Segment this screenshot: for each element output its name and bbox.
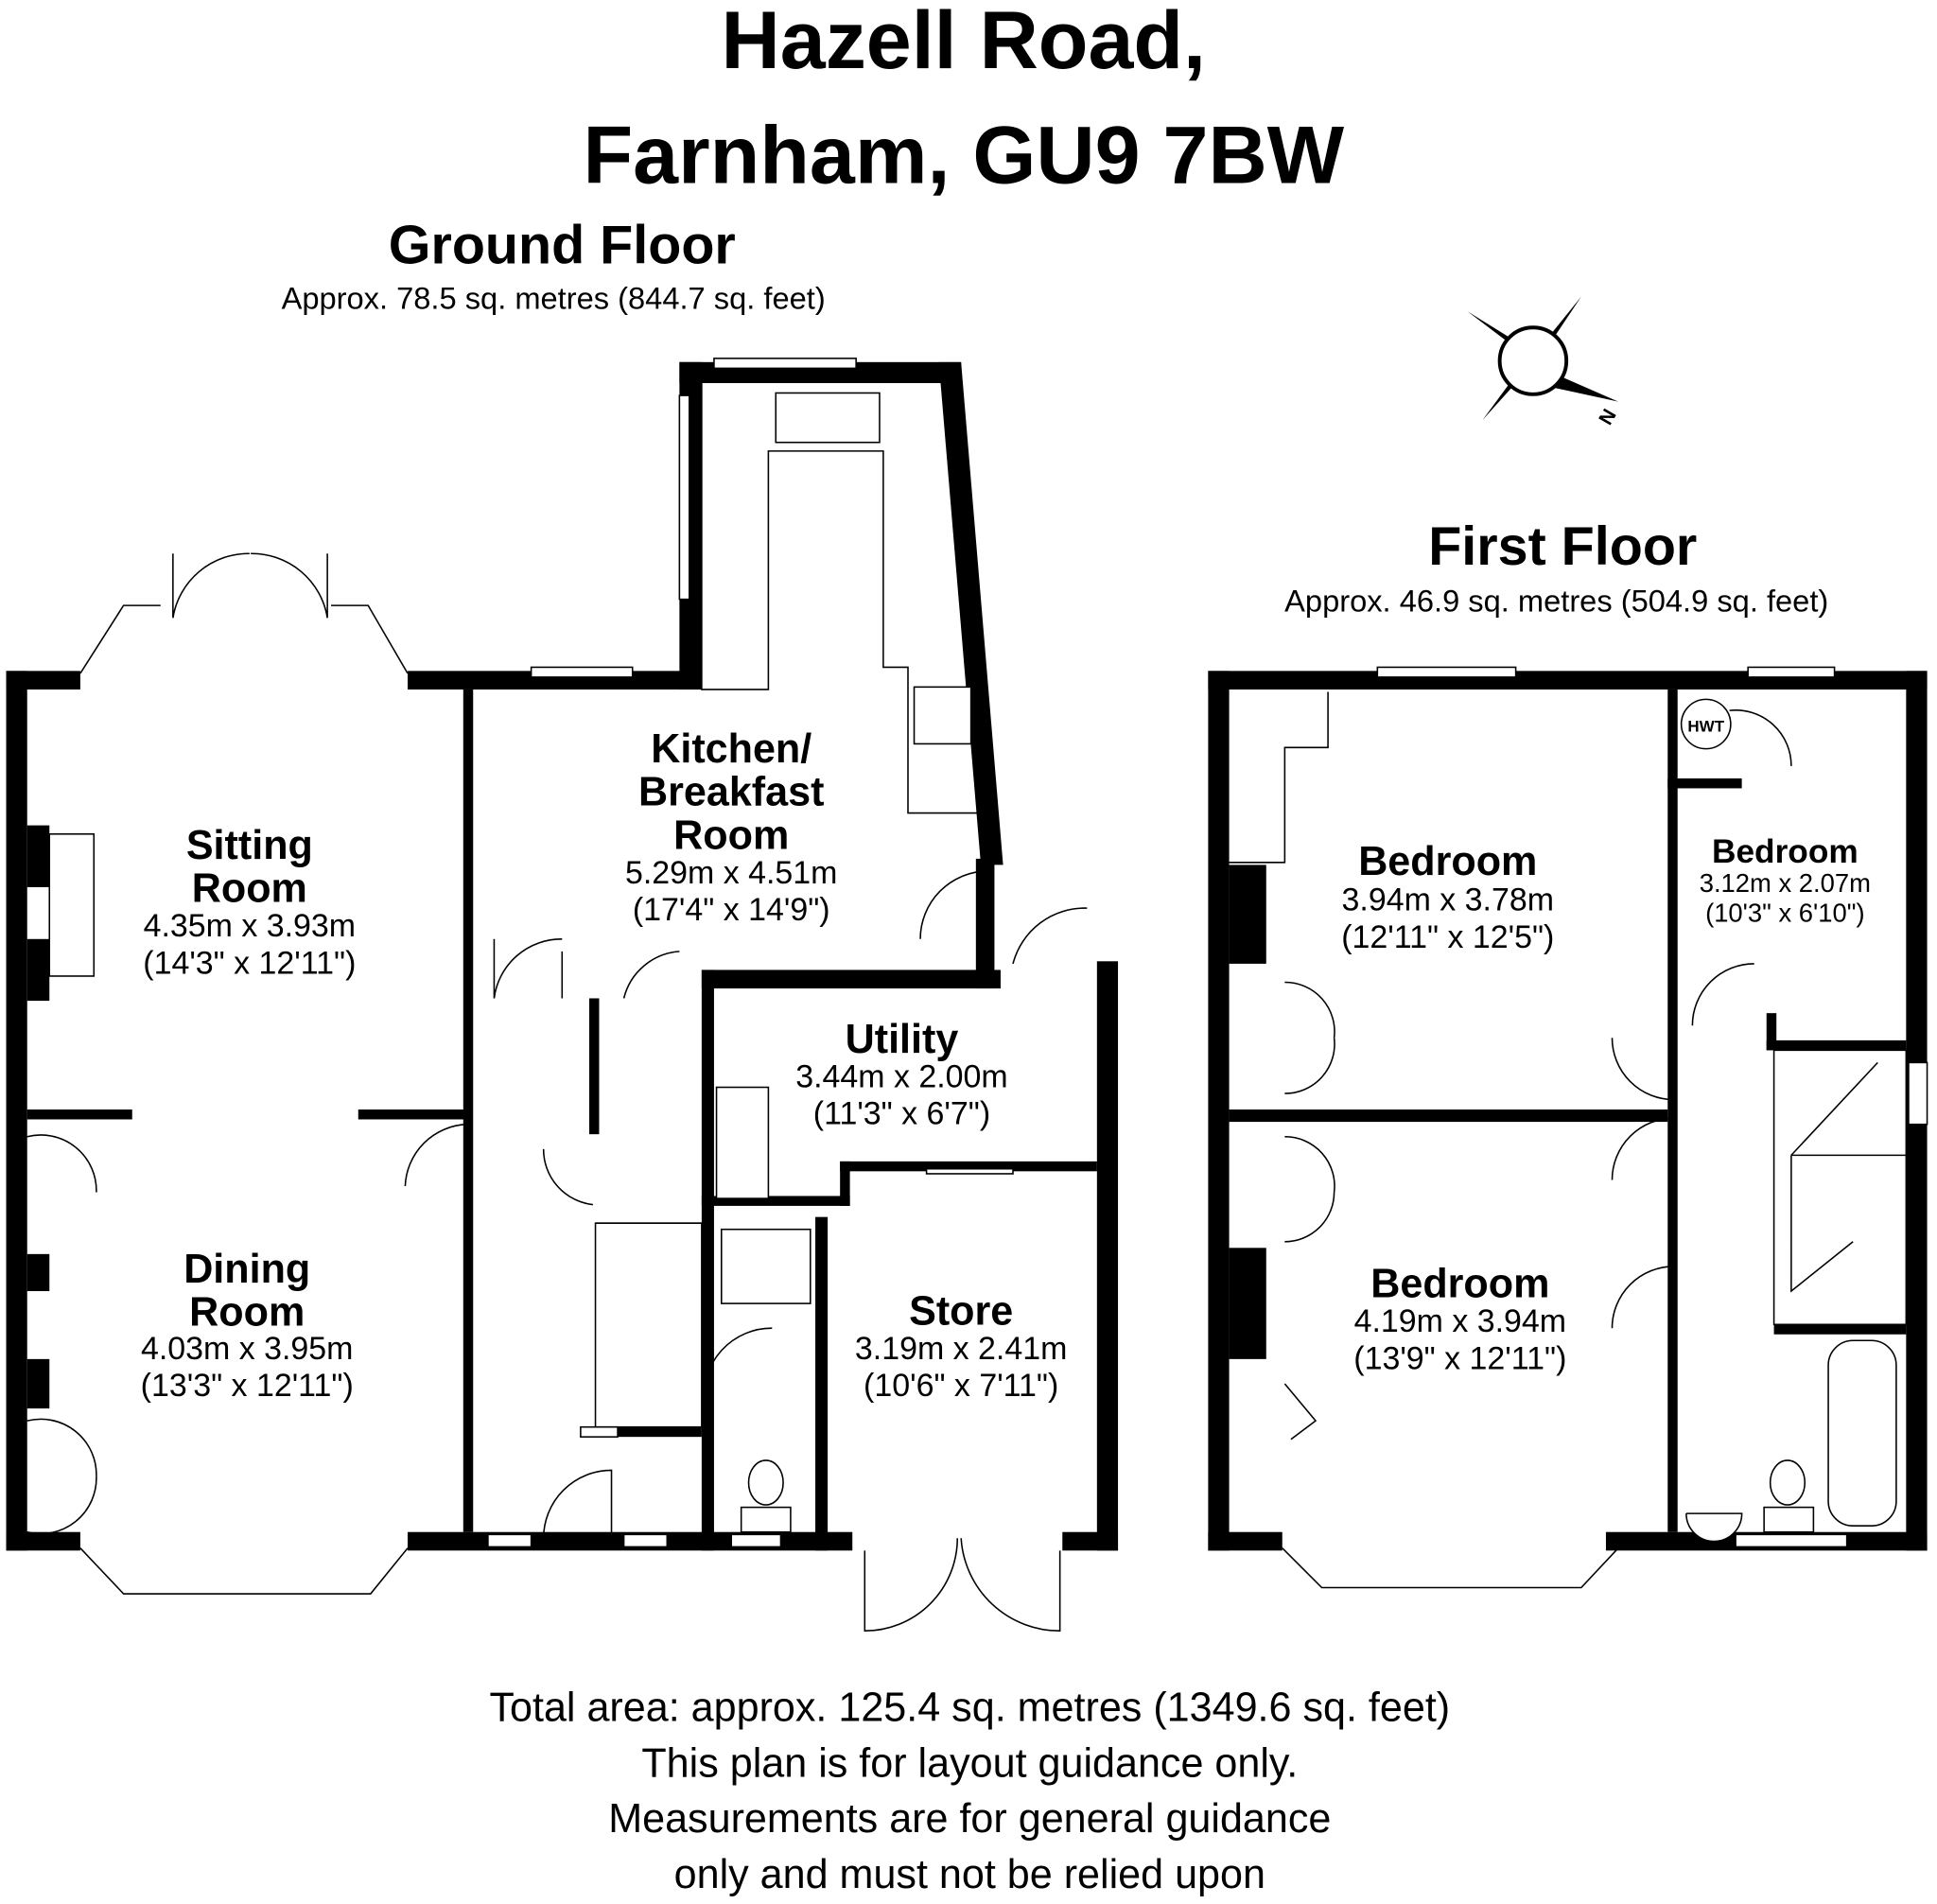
svg-text:(13'9" x 12'11"): (13'9" x 12'11") <box>1353 1340 1566 1376</box>
svg-text:(14'3" x 12'11"): (14'3" x 12'11") <box>143 945 356 981</box>
svg-text:Sitting: Sitting <box>186 823 313 868</box>
svg-text:Store: Store <box>909 1288 1013 1334</box>
svg-text:(10'3" x 6'10"): (10'3" x 6'10") <box>1705 899 1865 928</box>
svg-text:3.94m x 3.78m: 3.94m x 3.78m <box>1342 882 1554 918</box>
svg-text:Room: Room <box>189 1290 305 1336</box>
svg-text:Utility: Utility <box>846 1017 959 1062</box>
room-bedroom-1: Bedroom 3.94m x 3.78m (12'11" x 12'5") <box>1341 839 1554 955</box>
first-floor-area: Approx. 46.9 sq. metres (504.9 sq. feet) <box>1284 584 1828 619</box>
title-line-1: Hazell Road, <box>722 0 1206 86</box>
svg-text:Bedroom: Bedroom <box>1358 839 1537 884</box>
svg-text:4.03m x 3.95m: 4.03m x 3.95m <box>141 1331 353 1367</box>
compass-icon: N <box>1467 296 1621 429</box>
room-bedroom-2: Bedroom 3.12m x 2.07m (10'3" x 6'10") <box>1700 833 1871 928</box>
svg-text:(17'4" x 14'9"): (17'4" x 14'9") <box>633 892 830 928</box>
title-line-2: Farnham, GU9 7BW <box>583 110 1344 201</box>
svg-text:(11'3" x 6'7"): (11'3" x 6'7") <box>813 1096 990 1132</box>
room-kitchen-breakfast: Kitchen/ Breakfast Room 5.29m x 4.51m (1… <box>625 726 837 928</box>
footer-disclaimer-3: only and must not be relied upon <box>674 1852 1265 1897</box>
svg-text:(12'11" x 12'5"): (12'11" x 12'5") <box>1341 919 1554 955</box>
svg-text:Breakfast: Breakfast <box>638 770 824 815</box>
ground-floor-fixtures <box>26 358 1088 1632</box>
first-floor-fixtures: HWT <box>1229 666 1928 1589</box>
room-store: Store 3.19m x 2.41m (10'6" x 7'11") <box>855 1288 1067 1404</box>
svg-text:(10'6" x 7'11"): (10'6" x 7'11") <box>864 1368 1058 1404</box>
first-floor-walls <box>1208 671 1928 1551</box>
room-utility: Utility 3.44m x 2.00m (11'3" x 6'7") <box>795 1017 1007 1132</box>
footer-disclaimer-2: Measurements are for general guidance <box>608 1796 1331 1842</box>
hwt-label: HWT <box>1687 717 1724 735</box>
ground-floor-heading: Ground Floor <box>389 215 736 275</box>
svg-text:3.44m x 2.00m: 3.44m x 2.00m <box>795 1059 1007 1095</box>
svg-text:Bedroom: Bedroom <box>1370 1262 1549 1307</box>
ground-floor-area: Approx. 78.5 sq. metres (844.7 sq. feet) <box>282 281 826 316</box>
footer-disclaimer-1: This plan is for layout guidance only. <box>641 1740 1298 1786</box>
footer-total-area: Total area: approx. 125.4 sq. metres (13… <box>489 1686 1450 1731</box>
first-floor-heading: First Floor <box>1428 516 1697 577</box>
svg-text:4.35m x 3.93m: 4.35m x 3.93m <box>144 908 356 944</box>
svg-text:Bedroom: Bedroom <box>1712 833 1858 870</box>
svg-text:Kitchen/: Kitchen/ <box>651 726 811 772</box>
room-bedroom-3: Bedroom 4.19m x 3.94m (13'9" x 12'11") <box>1353 1262 1566 1377</box>
svg-text:(13'3" x 12'11"): (13'3" x 12'11") <box>141 1368 354 1404</box>
north-label: N <box>1595 406 1620 429</box>
room-dining-room: Dining Room 4.03m x 3.95m (13'3" x 12'11… <box>141 1247 354 1404</box>
svg-text:Dining: Dining <box>183 1247 310 1292</box>
svg-text:3.19m x 2.41m: 3.19m x 2.41m <box>855 1331 1067 1367</box>
svg-text:4.19m x 3.94m: 4.19m x 3.94m <box>1354 1303 1566 1339</box>
svg-text:Room: Room <box>192 866 307 912</box>
svg-text:3.12m x 2.07m: 3.12m x 2.07m <box>1700 868 1871 898</box>
svg-text:5.29m x 4.51m: 5.29m x 4.51m <box>625 855 837 891</box>
svg-text:Room: Room <box>673 812 789 858</box>
room-sitting-room: Sitting Room 4.35m x 3.93m (14'3" x 12'1… <box>143 823 356 981</box>
